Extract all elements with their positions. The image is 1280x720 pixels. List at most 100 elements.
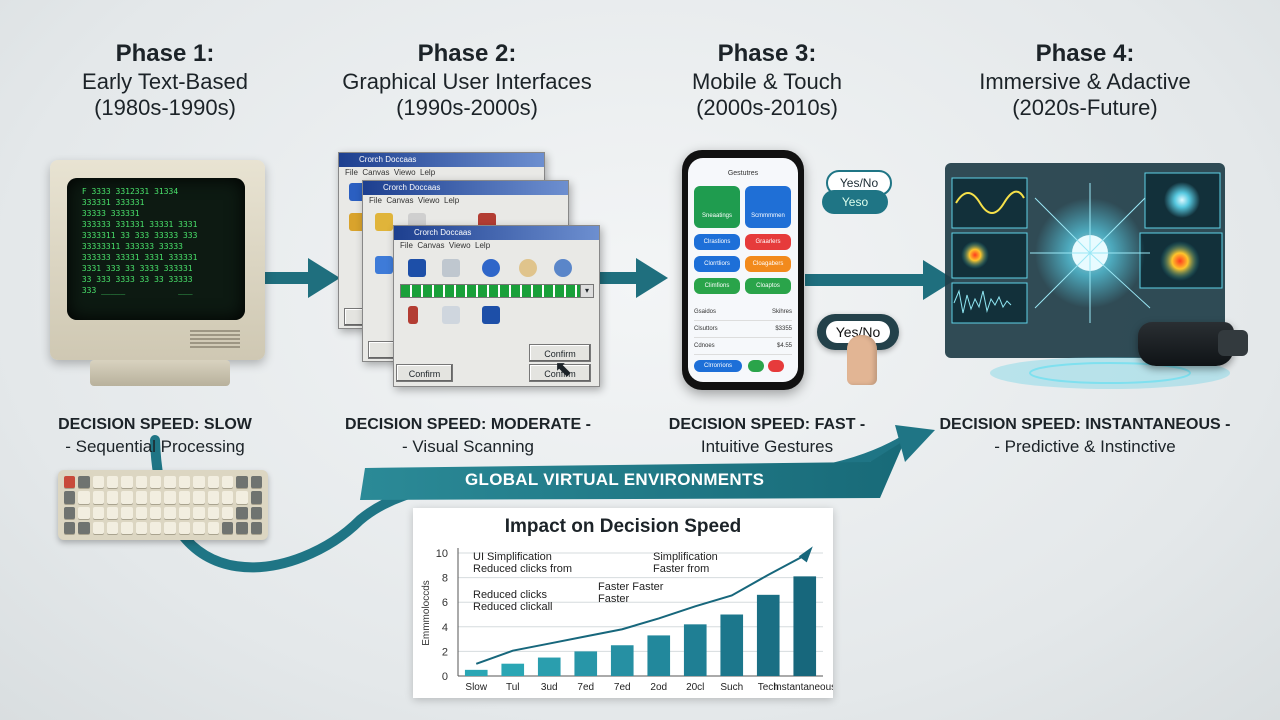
phone-red-dot[interactable] — [768, 360, 784, 372]
chart-title: Impact on Decision Speed — [505, 516, 742, 537]
save-icon[interactable] — [408, 259, 426, 277]
menu-help[interactable]: Lelp — [420, 168, 436, 177]
phase-1-label: Phase 1: — [115, 40, 215, 67]
finger-icon — [847, 335, 877, 385]
save-icon-2[interactable] — [482, 306, 500, 324]
phone-footer-button[interactable]: Clrrorrions — [694, 360, 742, 372]
annotation-1-line-1: Faster from — [653, 563, 709, 575]
phase-1-name: Early Text-Based — [82, 68, 248, 94]
x-tick-label: 3ud — [541, 682, 558, 693]
phase-2-speed-label: DECISION SPEED: MODERATE - — [345, 416, 591, 433]
impact-chart: Impact on Decision Speed0246810Emmmolocc… — [421, 516, 833, 693]
y-tick-label: 6 — [442, 597, 448, 609]
phase-3-dates: (2000s-2010s) — [696, 95, 838, 121]
phone-btn-4[interactable]: Cloagabers — [745, 256, 791, 272]
phase-arrow-3 — [805, 260, 955, 300]
y-tick-label: 2 — [442, 646, 448, 658]
dropdown-arrow-icon[interactable]: ▾ — [580, 284, 594, 298]
curve-arrowhead — [895, 425, 935, 462]
menu-canvas[interactable]: Canvas — [362, 168, 390, 177]
phone-tile-1[interactable]: Sneaatings — [694, 186, 740, 228]
crt-screen: F 3333 3312331 31334 333331 333331 33333… — [67, 178, 245, 320]
phase-4-label: Phase 4: — [1035, 40, 1135, 67]
phase-4-mode: - Predictive & Instinctive — [994, 436, 1176, 456]
immersive-hud — [945, 163, 1230, 389]
list-item[interactable]: Cdnoes$4.55 — [694, 338, 792, 355]
window-middle-titlebar: Crorch Doccaas — [363, 181, 568, 195]
y-tick-label: 10 — [436, 548, 448, 560]
menu-view-2[interactable]: Viewo — [417, 196, 440, 205]
menu-view-3[interactable]: Viewo — [448, 241, 471, 250]
menu-view[interactable]: Viewo — [393, 168, 416, 177]
x-tick-label: 7ed — [614, 682, 631, 693]
bar-7 — [720, 614, 744, 676]
smartphone-screen: Gestutres Sneaatings Scmmmmen Clrastions… — [688, 158, 798, 382]
keyboard — [58, 470, 268, 540]
bar-2 — [537, 657, 561, 676]
phase-1-title: Phase 1: Early Text-Based (1980s-1990s) — [15, 40, 315, 122]
phone-btn-6[interactable]: Cloaptos — [745, 278, 791, 294]
grid-icon[interactable] — [375, 256, 393, 274]
annotation-3-line-0: Reduced clicks — [473, 589, 547, 601]
annotation-1-line-0: Simplification — [653, 551, 718, 563]
phase-arrow-2 — [598, 258, 668, 298]
menu-help-3[interactable]: Lelp — [475, 241, 491, 250]
trend-line — [475, 554, 806, 665]
phone-btn-5[interactable]: Climfions — [694, 278, 740, 294]
phase-arrow-1 — [265, 258, 340, 298]
menu-canvas-2[interactable]: Canvas — [386, 196, 414, 205]
window-front-titlebar: Crorch Doccaas — [394, 226, 599, 240]
list-item[interactable]: Clsuttors$3355 — [694, 321, 792, 338]
window-middle-menu: File Canvas Viewo Lelp — [363, 195, 568, 209]
annotation-2-line-0: Faster Faster — [598, 581, 664, 593]
menu-canvas-3[interactable]: Canvas — [417, 241, 445, 250]
phone-tile-2[interactable]: Scmmmmen — [745, 186, 791, 228]
confirm-button-2[interactable]: Confirm — [529, 344, 591, 362]
menu-file[interactable]: File — [345, 168, 358, 177]
settings-icon[interactable] — [554, 259, 572, 277]
banner-band — [360, 440, 905, 500]
globe-icon[interactable] — [519, 259, 537, 277]
phase-4-name: Immersive & Adactive — [979, 68, 1191, 94]
window-front: Crorch Doccaas File Canvas Viewo Lelp ▾ … — [393, 225, 600, 387]
y-tick-label: 8 — [442, 573, 448, 585]
confirm-button-3[interactable]: Confirm — [529, 364, 591, 382]
bar-5 — [647, 635, 671, 676]
window-back-titlebar: Crorch Doccaas — [339, 153, 544, 167]
phase-2-speed: DECISION SPEED: MODERATE - - Visual Scan… — [313, 415, 623, 458]
user-icon[interactable] — [482, 259, 500, 277]
phase-1-speed: DECISION SPEED: SLOW - Sequential Proces… — [0, 415, 310, 458]
y-tick-label: 4 — [442, 622, 448, 634]
x-tick-label: Tul — [506, 682, 520, 693]
x-tick-label: Tech — [758, 682, 779, 693]
annotation-0-line-1: Reduced clicks from — [473, 563, 572, 575]
menu-file-2[interactable]: File — [369, 196, 382, 205]
phase-2-label: Phase 2: — [417, 40, 517, 67]
mouse-cursor-icon: ⬉ — [554, 356, 573, 381]
trend-arrowhead — [798, 546, 813, 563]
bar-4 — [610, 645, 634, 676]
bar-3 — [574, 651, 598, 676]
phase-3-label: Phase 3: — [717, 40, 817, 67]
menu-file-3[interactable]: File — [400, 241, 413, 250]
toggle-yes-no-2[interactable]: Yeso — [822, 190, 888, 214]
phone-btn-3[interactable]: Clorrtliors — [694, 256, 740, 272]
panel-icon[interactable] — [442, 306, 460, 324]
phase-2-mode: - Visual Scanning — [402, 436, 534, 456]
phase-3-name: Mobile & Touch — [691, 68, 842, 94]
phone-btn-2[interactable]: Graarlers — [745, 234, 791, 250]
x-tick-label: Such — [720, 682, 743, 693]
phase-2-name: Graphical User Interfaces — [342, 68, 592, 94]
pin-icon[interactable] — [408, 306, 418, 324]
phone-btn-1[interactable]: Clrastions — [694, 234, 740, 250]
open-icon[interactable] — [442, 259, 460, 277]
folder-icon-2[interactable] — [375, 213, 393, 231]
x-tick-label: Instantaneous — [773, 682, 833, 693]
bar-6 — [683, 624, 707, 676]
confirm-button-1[interactable]: Confirm — [396, 364, 453, 382]
phone-green-dot[interactable] — [748, 360, 764, 372]
menu-help-2[interactable]: Lelp — [444, 196, 460, 205]
